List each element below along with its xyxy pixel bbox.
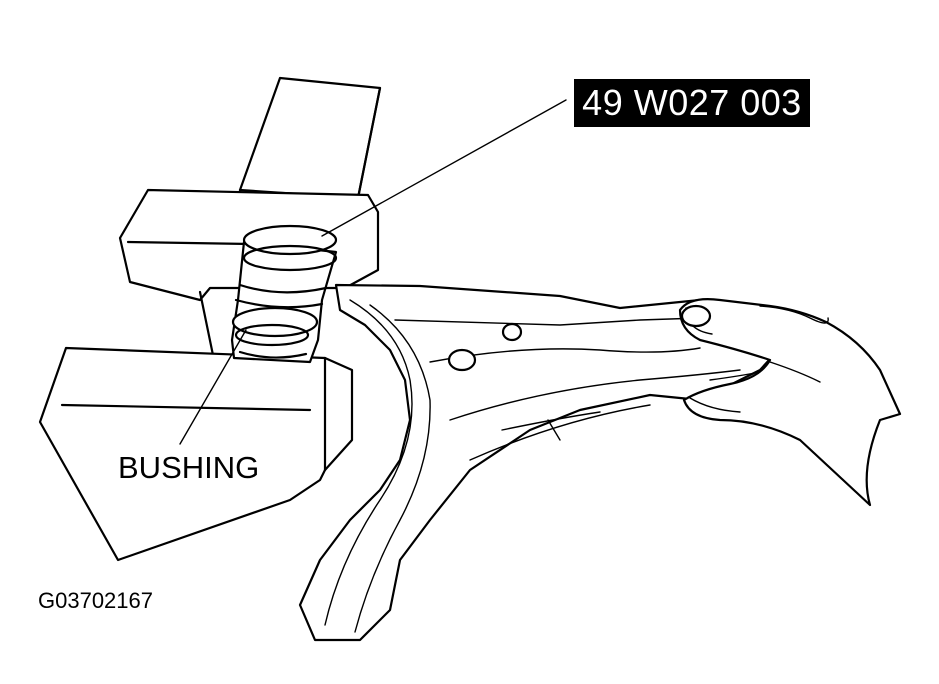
tool-number-label: 49 W027 003	[574, 79, 810, 127]
upper-support-block	[238, 76, 382, 210]
lower-support-block	[38, 346, 354, 562]
tool-leader-line	[321, 99, 567, 237]
bushing-leader-line	[179, 329, 247, 445]
technician-hand	[678, 298, 902, 507]
lower-control-arm	[298, 283, 782, 642]
bushing-label: BUSHING	[118, 450, 260, 485]
bushing-tool-stack	[230, 224, 338, 364]
figure-code: G03702167	[38, 588, 153, 613]
